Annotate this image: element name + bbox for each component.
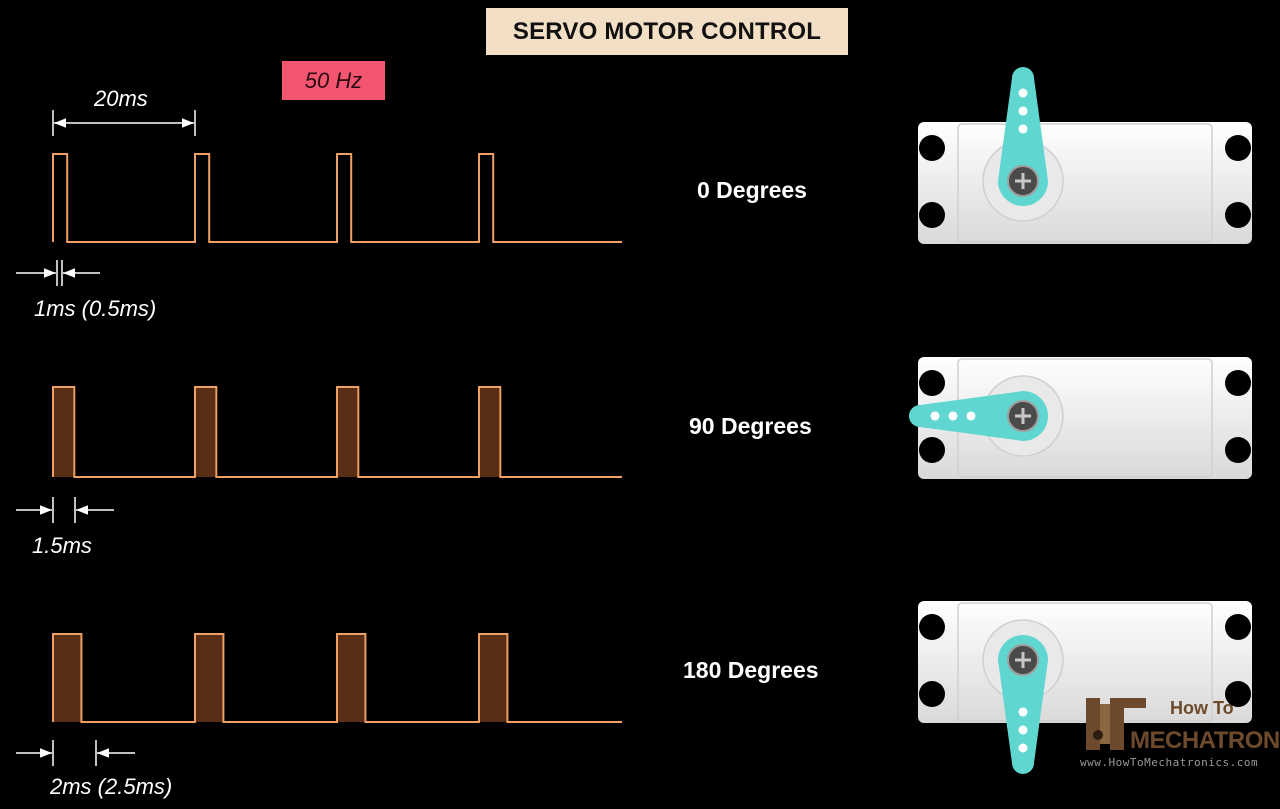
brand-how-to: How To <box>1170 698 1234 718</box>
pulse-fill <box>54 388 74 477</box>
pulse-width-dimension-row-1 <box>16 260 100 286</box>
servo-motor-icon <box>918 67 1252 244</box>
brand-mechatronics: MECHATRONICS <box>1130 727 1280 754</box>
servo-motor-icon <box>918 601 1252 774</box>
pulse-fill <box>196 388 216 477</box>
period-label: 20ms <box>94 86 148 111</box>
pulse-fill <box>480 635 507 722</box>
pulse-fill <box>480 155 493 242</box>
pwm-signal-row-3 <box>52 633 622 723</box>
pulse-label-row-2: 1.5ms <box>32 533 92 558</box>
pulse-fill <box>480 388 500 477</box>
pulse-label-row-3: 2ms (2.5ms) <box>50 774 173 799</box>
pulse-label-row-1: 1ms (0.5ms) <box>34 296 157 321</box>
pwm-signal-row-1 <box>52 153 622 243</box>
pulse-fill <box>196 155 209 242</box>
pulse-fill <box>196 635 223 722</box>
page-title: SERVO MOTOR CONTROL <box>486 8 848 55</box>
servo-motor-icon <box>909 357 1252 479</box>
brand-url[interactable]: www.HowToMechatronics.com <box>1080 756 1259 769</box>
pulse-width-dimension-row-3 <box>16 740 135 766</box>
angle-label-row-2: 90 Degrees <box>689 413 812 439</box>
pulse-fill <box>338 388 358 477</box>
frequency-badge: 50 Hz <box>282 61 385 100</box>
howtomechatronics-logo-icon <box>1086 698 1146 750</box>
angle-label-row-1: 0 Degrees <box>697 177 807 203</box>
period-dimension <box>52 110 196 136</box>
pulse-fill <box>338 635 365 722</box>
pulse-width-dimension-row-2 <box>16 497 114 523</box>
pulse-fill <box>54 155 67 242</box>
angle-label-row-3: 180 Degrees <box>683 657 819 683</box>
pulse-fill <box>338 155 351 242</box>
pulse-fill <box>54 635 81 722</box>
pwm-signal-row-2 <box>52 386 622 478</box>
